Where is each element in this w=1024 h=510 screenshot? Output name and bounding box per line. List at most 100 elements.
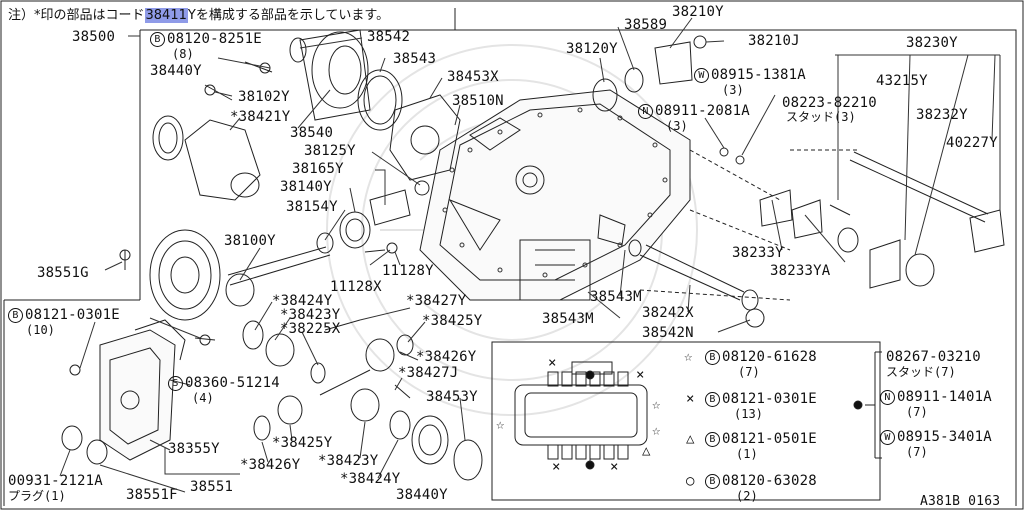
part-label-11128X[interactable]: 11128X [330, 279, 382, 295]
part-label-08223-82210[interactable]: 08223-82210 [782, 95, 877, 111]
part-label-38543M-a[interactable]: 38543M [590, 289, 642, 305]
screw-s-marker: S [168, 376, 183, 391]
part-label-38140Y[interactable]: 38140Y [280, 179, 332, 195]
bolt-b-marker: B [705, 474, 720, 489]
part-label-38421Y[interactable]: *38421Y [230, 109, 291, 125]
schematic-star-right-b: ☆ [652, 423, 661, 439]
legend-08267-03210[interactable]: 08267-03210 [886, 349, 981, 365]
part-label-38500[interactable]: 38500 [72, 29, 116, 45]
note-prefix: 注）*印の部品はコード [8, 8, 145, 23]
part-label-38423Y-b[interactable]: *38423Y [318, 453, 379, 469]
part-label-38453X[interactable]: 38453X [447, 69, 499, 85]
washer-w-marker: W [694, 68, 709, 83]
legend-note: 注）*印の部品はコード38411Yを構成する部品を示しています。 [8, 8, 389, 24]
washer-w-marker: W [880, 430, 895, 445]
part-label-38100Y[interactable]: 38100Y [224, 233, 276, 249]
part-label-38543[interactable]: 38543 [393, 51, 437, 67]
qty-08120-61628: (7) [738, 365, 760, 379]
part-label-38453Y[interactable]: 38453Y [426, 389, 478, 405]
part-label-38154Y[interactable]: 38154Y [286, 199, 338, 215]
part-label-38510N[interactable]: 38510N [452, 93, 504, 109]
part-label-38230Y[interactable]: 38230Y [906, 35, 958, 51]
part-label-38120Y[interactable]: 38120Y [566, 41, 618, 57]
qty-08911-2081A: (3) [666, 119, 688, 133]
part-label-38425Y-b[interactable]: *38425Y [272, 435, 333, 451]
part-label-38232Y[interactable]: 38232Y [916, 107, 968, 123]
part-label-38242X[interactable]: 38242X [642, 305, 694, 321]
part-label-38424Y-a[interactable]: *38424Y [272, 293, 333, 309]
schematic-cross-b: × [636, 367, 645, 383]
part-label-38426Y-b[interactable]: *38426Y [240, 457, 301, 473]
part-label-38165Y[interactable]: 38165Y [292, 161, 344, 177]
part-label-00931-2121A[interactable]: 00931-2121A [8, 473, 103, 489]
note-suffix: Yを構成する部品を示しています。 [187, 8, 390, 23]
bolt-b-marker: B [705, 350, 720, 365]
part-label-38589[interactable]: 38589 [624, 17, 668, 33]
part-label-40227Y[interactable]: 40227Y [946, 135, 998, 151]
part-label-38355Y[interactable]: 38355Y [168, 441, 220, 457]
schematic-triangle: △ [642, 443, 651, 459]
schematic-cross-c: × [552, 459, 561, 475]
part-label-38423Y-a[interactable]: *38423Y [280, 307, 341, 323]
qty-08120-8251E: (8) [172, 47, 194, 61]
bolt-b-marker: B [705, 432, 720, 447]
part-label-38225X[interactable]: *38225X [280, 321, 341, 337]
sub-08267-stud: スタッド(7) [886, 365, 956, 379]
part-label-38551F[interactable]: 38551F [126, 487, 178, 503]
qty-08121-0301E: (13) [734, 407, 763, 421]
part-label-38543M-b[interactable]: 38543M [542, 311, 594, 327]
leader-lines [59, 17, 1001, 493]
part-label-38551G[interactable]: 38551G [37, 265, 89, 281]
part-label-38440Y-top[interactable]: 38440Y [150, 63, 202, 79]
part-label-38542N[interactable]: 38542N [642, 325, 694, 341]
bolt-layout-schematic [514, 351, 882, 470]
nut-n-marker: N [638, 104, 653, 119]
part-label-38233YA[interactable]: 38233YA [770, 263, 831, 279]
qty-08121-0501E: (1) [736, 447, 758, 461]
part-label-38125Y[interactable]: 38125Y [304, 143, 356, 159]
part-label-38542[interactable]: 38542 [367, 29, 411, 45]
side-flanges [289, 29, 745, 165]
note-highlighted-code[interactable]: 38411 [144, 8, 188, 23]
nut-n-marker: N [880, 390, 895, 405]
part-label-38233Y[interactable]: 38233Y [732, 245, 784, 261]
figure-code: A381B 0163 [920, 494, 1001, 509]
part-label-38427Y[interactable]: *38427Y [406, 293, 467, 309]
sub-08223-stud: スタッド(3) [786, 110, 856, 124]
schematic-star-right-a: ☆ [652, 397, 661, 413]
part-label-38210Y[interactable]: 38210Y [672, 4, 724, 20]
qty-08121-0301E-left: (10) [26, 323, 55, 337]
triangle-symbol: △ [686, 431, 695, 447]
schematic-cross-d: × [610, 459, 619, 475]
bolt-b-marker: B [150, 32, 165, 47]
sub-00931-plug: プラグ(1) [8, 489, 66, 503]
part-label-38424Y-b[interactable]: *38424Y [340, 471, 401, 487]
qty-08120-63028: (2) [736, 489, 758, 503]
part-label-43215Y[interactable]: 43215Y [876, 73, 928, 89]
qty-08915-1381A: (3) [722, 83, 744, 97]
star-symbol: ☆ [684, 349, 693, 365]
part-label-38425Y-a[interactable]: *38425Y [422, 313, 483, 329]
part-label-38427J[interactable]: *38427J [398, 365, 459, 381]
part-label-11128Y[interactable]: 11128Y [382, 263, 434, 279]
part-label-38210J[interactable]: 38210J [748, 33, 800, 49]
part-label-38551[interactable]: 38551 [190, 479, 234, 495]
part-label-38102Y[interactable]: 38102Y [238, 89, 290, 105]
part-label-38426Y-a[interactable]: *38426Y [416, 349, 477, 365]
part-label-38440Y-bottom[interactable]: 38440Y [396, 487, 448, 503]
part-label-38540[interactable]: 38540 [290, 125, 334, 141]
